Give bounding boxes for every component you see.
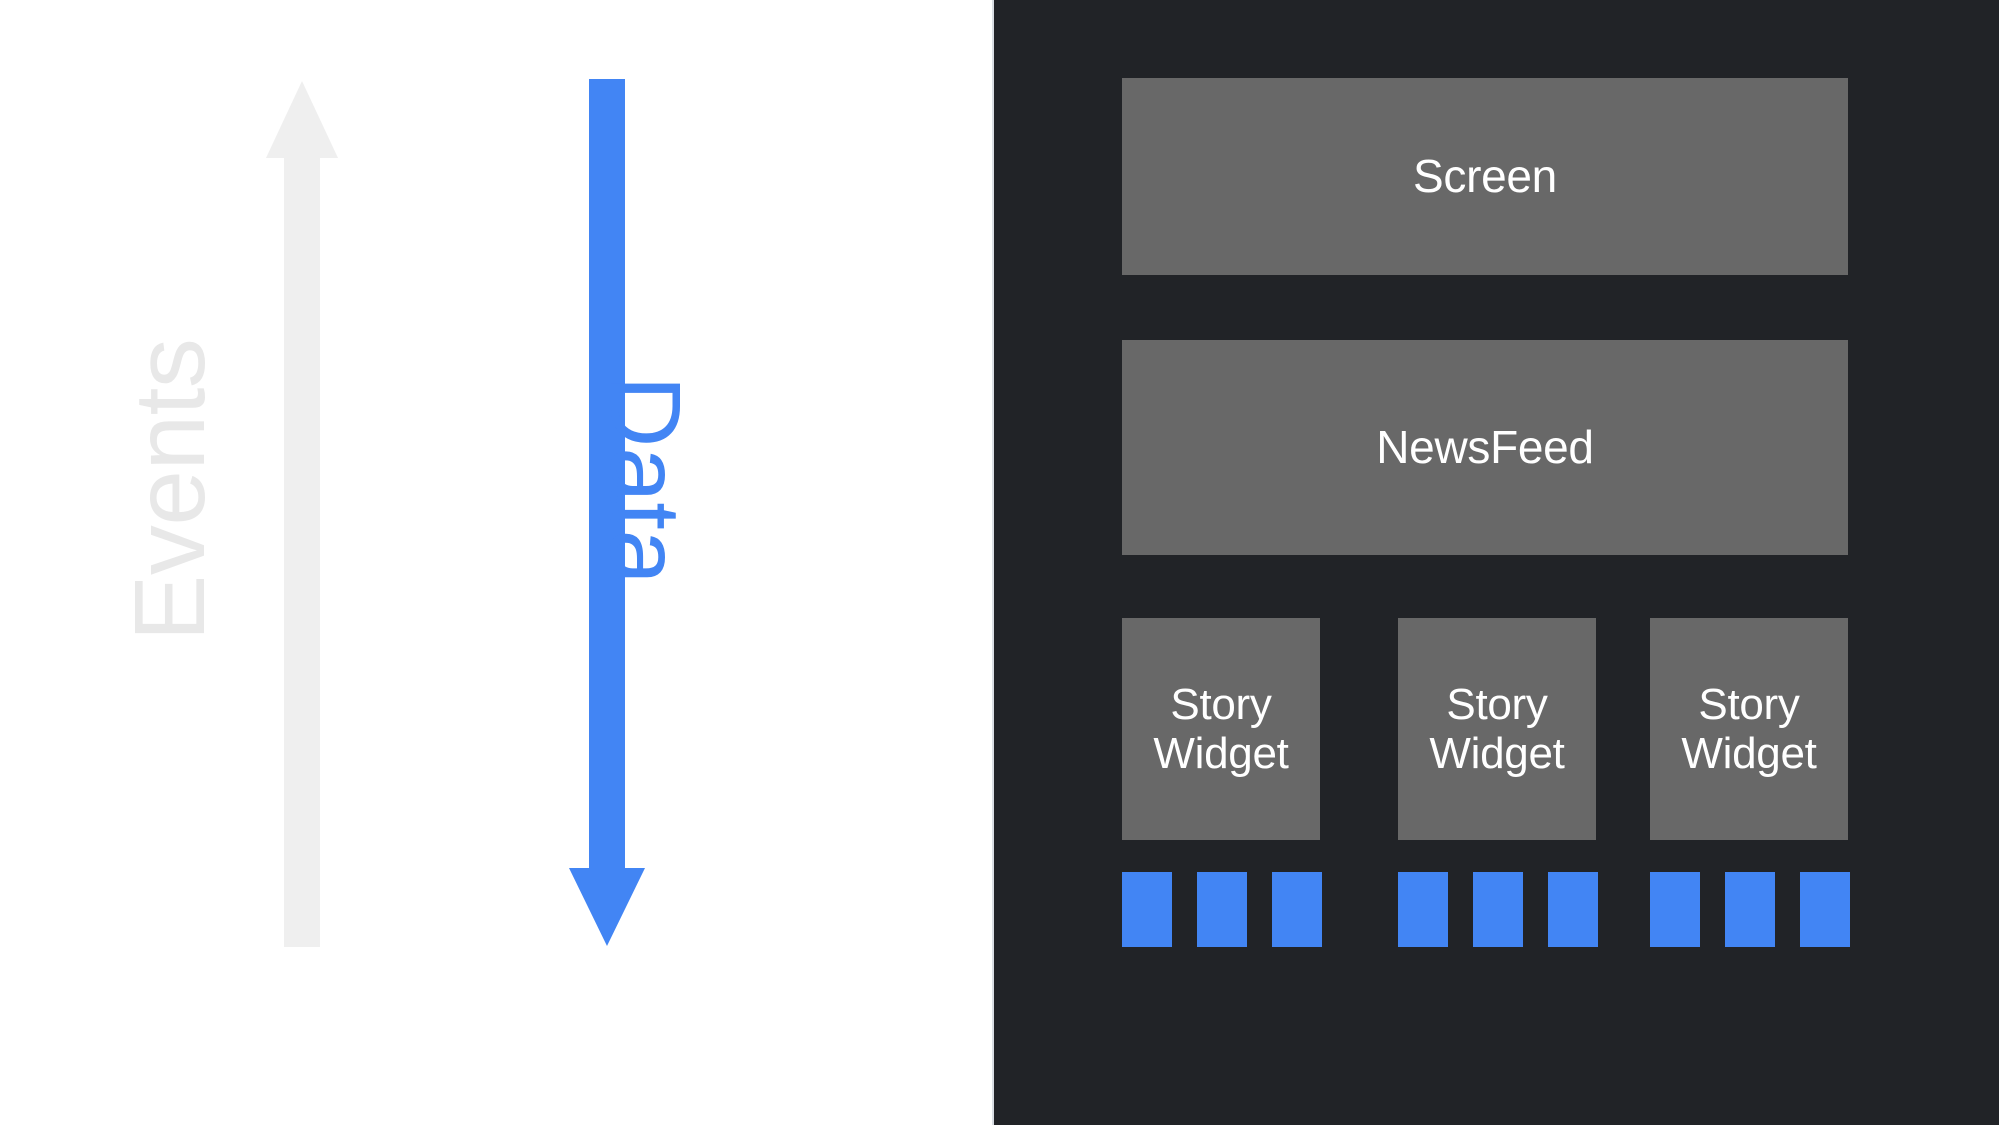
component-node-newsfeed[interactable]: NewsFeed	[1122, 340, 1848, 555]
story-widget-label-line1: Story	[1170, 679, 1272, 729]
story-widget-label-line2: Widget	[1429, 729, 1565, 778]
leaf-node[interactable]	[1800, 872, 1850, 947]
story-widget-label-line2: Widget	[1681, 729, 1817, 778]
component-node-story-widget[interactable]: Story Widget	[1398, 618, 1596, 840]
story-widget-label-line1: Story	[1446, 679, 1548, 729]
arrow-up-icon	[266, 81, 338, 947]
component-node-story-widget[interactable]: Story Widget	[1122, 618, 1320, 840]
leaf-node[interactable]	[1548, 872, 1598, 947]
component-node-screen[interactable]: Screen	[1122, 78, 1848, 275]
leaf-node[interactable]	[1272, 872, 1322, 947]
component-node-story-widget[interactable]: Story Widget	[1650, 618, 1848, 840]
leaf-node[interactable]	[1122, 872, 1172, 947]
data-flow-label: Data	[589, 375, 701, 585]
arrow-down-icon	[569, 79, 645, 946]
leaf-node-row	[1398, 872, 1598, 947]
leaf-node-row	[1122, 872, 1322, 947]
leaf-node[interactable]	[1473, 872, 1523, 947]
leaf-node[interactable]	[1398, 872, 1448, 947]
story-widget-label-line2: Widget	[1153, 729, 1289, 778]
leaf-node-row	[1650, 872, 1850, 947]
component-tree-pane: Screen NewsFeed Story Widget Story Widge…	[992, 0, 1999, 1125]
events-flow-label: Events	[114, 338, 226, 642]
leaf-node[interactable]	[1725, 872, 1775, 947]
leaf-node[interactable]	[1197, 872, 1247, 947]
flow-legend-pane: Events Data	[0, 0, 992, 1125]
story-widget-label-line1: Story	[1698, 679, 1800, 729]
leaf-node[interactable]	[1650, 872, 1700, 947]
